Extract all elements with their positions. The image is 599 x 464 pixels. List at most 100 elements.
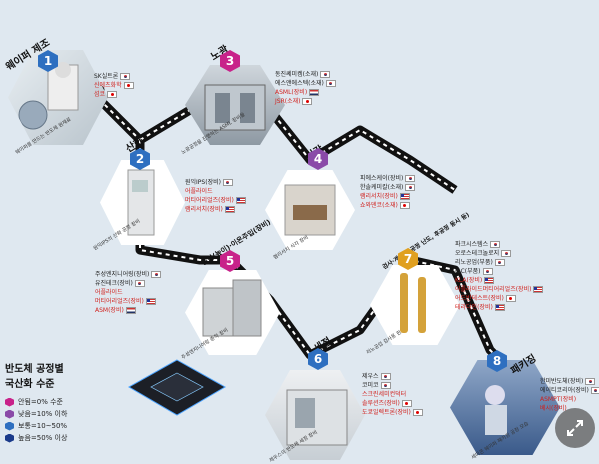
- company-item: 어플라이드: [95, 289, 123, 296]
- kr-flag-icon: [120, 73, 131, 80]
- company-item: 섬코: [94, 90, 134, 99]
- company-item: 스크린세미컨덕터: [362, 391, 407, 398]
- company-item: 머티어리얼즈(장비): [185, 196, 246, 205]
- kr-flag-icon: [380, 373, 391, 380]
- chip-illustration: [127, 359, 227, 416]
- company-list-4: 피에스케이(장비)한솔케미칼(소재)램리서치(장비)쇼와덴코(소재): [360, 174, 416, 210]
- legend-hex-icon: [5, 409, 14, 419]
- company-item: ISC(부품): [455, 267, 543, 276]
- company-item: 제우스: [362, 372, 423, 381]
- company-item: SK실트론: [94, 72, 134, 81]
- step-badge-4: 4: [308, 148, 328, 170]
- company-item: ASMPT(장비): [540, 396, 577, 403]
- company-item: 주성엔지니어링(장비): [95, 270, 162, 279]
- kr-flag-icon: [222, 179, 233, 186]
- legend-item: 보통=10~50%: [5, 420, 105, 432]
- jp-flag-icon: [302, 98, 313, 105]
- kr-flag-icon: [380, 382, 391, 389]
- step-badge-5: 5: [220, 250, 240, 272]
- legend-item: 낮음=10% 이하: [5, 408, 105, 420]
- company-item: 유진테크(장비): [95, 279, 161, 288]
- inspection-photo: [370, 265, 460, 345]
- kr-flag-icon: [590, 387, 599, 394]
- nl-flag-icon: [125, 307, 136, 314]
- company-item: 머티어리얼즈(장비): [95, 297, 161, 306]
- company-item: 피에스케이(장비): [360, 174, 416, 183]
- jp-flag-icon: [505, 295, 516, 302]
- legend-title-line2: 국산화 수준: [5, 379, 55, 390]
- kr-flag-icon: [151, 271, 162, 278]
- company-item: ASM(장비): [95, 306, 161, 315]
- step-badge-6: 6: [308, 348, 328, 370]
- company-item: 쇼와덴코(소재): [360, 201, 415, 210]
- company-item: 도쿄일렉트론(장비): [362, 408, 423, 417]
- step-badge-7: 7: [398, 248, 418, 270]
- legend-hex-icon: [5, 397, 14, 407]
- company-item: ASML(장비): [275, 88, 336, 97]
- kr-flag-icon: [501, 250, 512, 257]
- us-flag-icon: [533, 286, 544, 293]
- kr-flag-icon: [490, 241, 501, 248]
- legend-item: 안됨=0% 수준: [5, 396, 105, 408]
- company-item: 어플라이드머티어리얼즈(장비): [455, 285, 544, 294]
- kr-flag-icon: [405, 175, 416, 182]
- step-badge-8: 8: [487, 350, 507, 372]
- step-badge-3: 3: [220, 50, 240, 72]
- company-item: 코미코: [362, 381, 423, 390]
- kr-flag-icon: [585, 378, 596, 385]
- company-item: 리노공업(부품): [455, 258, 543, 267]
- legend-hex-icon: [5, 421, 14, 431]
- legend-hex-icon: [5, 433, 14, 443]
- oxidation-photo: [100, 160, 185, 245]
- company-item: JSR(소재): [275, 97, 336, 106]
- step-badge-2: 2: [130, 148, 150, 170]
- jp-flag-icon: [399, 202, 410, 209]
- expand-arrows-icon: [567, 420, 583, 436]
- company-item: 솔루션즈(장비): [362, 399, 423, 408]
- legend-title-line1: 반도체 공정별: [5, 364, 64, 375]
- company-item: 에이티코리아(장비): [540, 386, 599, 395]
- nl-flag-icon: [309, 89, 320, 96]
- company-item: 오로스테크놀로지: [455, 249, 543, 258]
- legend-item: 높음=50% 이상: [5, 432, 105, 444]
- kr-flag-icon: [320, 71, 331, 78]
- company-item: 동진쎄미켐(소재): [275, 70, 336, 79]
- us-flag-icon: [224, 206, 235, 213]
- company-item: 베시(장비): [540, 405, 567, 412]
- kr-flag-icon: [494, 259, 505, 266]
- company-item: 램리서치(장비): [360, 192, 415, 201]
- step-badge-1: 1: [38, 50, 58, 72]
- kr-flag-icon: [325, 80, 336, 87]
- company-item: 테라다인(장비): [455, 303, 543, 312]
- kr-flag-icon: [405, 184, 416, 191]
- company-item: 어플라이드: [185, 188, 213, 195]
- company-item: 한솔케미칼(소재): [360, 183, 416, 192]
- company-item: 원익IPS(장비): [185, 178, 246, 187]
- kr-flag-icon: [134, 280, 145, 287]
- company-list-8: 한미반도체(장비)에이티코리아(장비)ASMPT(장비) 베시(장비): [540, 377, 599, 413]
- company-item: 어드반테스트(장비): [455, 294, 543, 303]
- jp-flag-icon: [412, 409, 423, 416]
- company-item: 신에츠화학: [94, 81, 134, 90]
- jp-flag-icon: [401, 400, 412, 407]
- us-flag-icon: [399, 193, 410, 200]
- company-list-3: 동진쎄미켐(소재)에스앤에스텍(소재)ASML(장비)JSR(소재): [275, 70, 336, 106]
- jp-flag-icon: [123, 82, 134, 89]
- us-flag-icon: [494, 304, 505, 311]
- us-flag-icon: [145, 298, 156, 305]
- us-flag-icon: [484, 277, 495, 284]
- company-item: 램리서치(장비): [185, 205, 246, 214]
- company-item: 한미반도체(장비): [540, 377, 599, 386]
- company-item: 파크시스템스: [455, 240, 543, 249]
- jp-flag-icon: [107, 91, 118, 98]
- kr-flag-icon: [482, 268, 493, 275]
- expand-button[interactable]: [555, 408, 595, 448]
- company-item: KLA(장비): [455, 276, 543, 285]
- us-flag-icon: [235, 197, 246, 204]
